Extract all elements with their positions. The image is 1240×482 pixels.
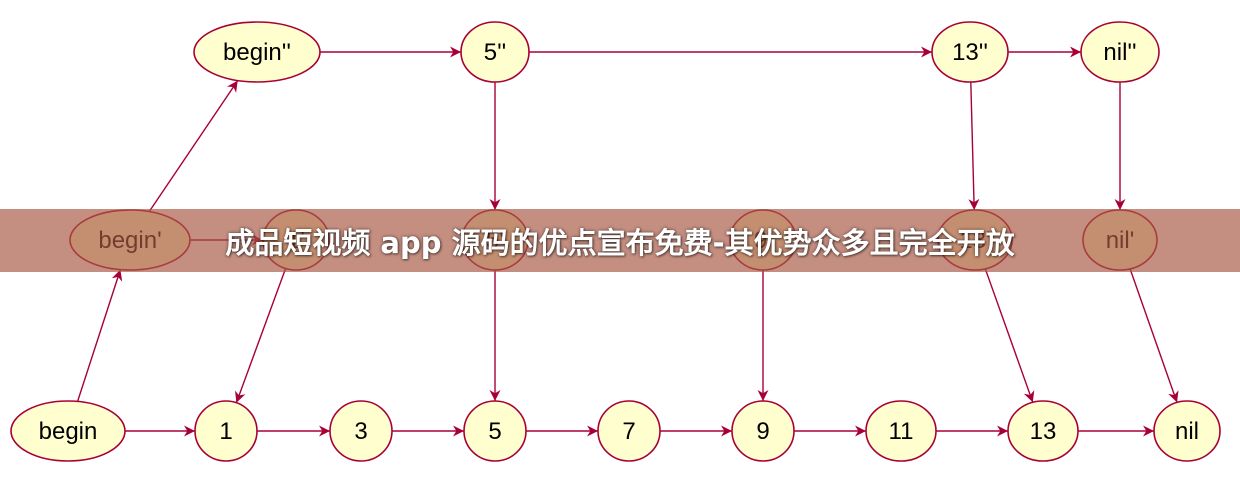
- node-nil2: nil'': [1080, 21, 1160, 83]
- node-n1: 1: [194, 400, 258, 462]
- edge-n1_1-to-n1: [235, 268, 287, 403]
- banner-text: 成品短视频 app 源码的优点宣布免费-其优势众多且完全开放: [225, 225, 1015, 260]
- node-n9: 9: [731, 400, 795, 462]
- node-label: nil'': [1103, 39, 1136, 66]
- node-label: 5: [488, 418, 501, 445]
- node-shape: [10, 400, 126, 462]
- node-label: 13: [1030, 418, 1057, 445]
- node-n5: 5: [463, 400, 527, 462]
- node-n13_2: 13'': [931, 21, 1009, 83]
- node-shape: [731, 400, 795, 462]
- node-shape: [1007, 400, 1079, 462]
- node-shape: [1153, 400, 1221, 462]
- node-label: 13'': [952, 39, 988, 66]
- edge-n13_1-to-n13: [984, 268, 1035, 403]
- node-shape: [193, 21, 321, 83]
- node-label: begin'': [223, 39, 291, 66]
- edge-begin-to-begin1: [76, 269, 123, 402]
- node-label: 1: [219, 418, 232, 445]
- node-n13: 13: [1007, 400, 1079, 462]
- node-shape: [1080, 21, 1160, 83]
- node-label: 3: [354, 418, 367, 445]
- node-label: 11: [889, 418, 914, 445]
- node-n7: 7: [597, 400, 661, 462]
- node-shape: [329, 400, 393, 462]
- node-begin: begin: [10, 400, 126, 462]
- node-shape: [865, 400, 937, 462]
- node-nil: nil: [1153, 400, 1221, 462]
- node-label: nil: [1175, 418, 1199, 445]
- node-n5_2: 5'': [460, 21, 530, 83]
- node-label: 9: [756, 418, 769, 445]
- node-shape: [194, 400, 258, 462]
- edges: [76, 46, 1179, 437]
- node-shape: [931, 21, 1009, 83]
- node-begin2: begin'': [193, 21, 321, 83]
- node-label: 5'': [484, 39, 507, 66]
- node-label: begin: [39, 418, 98, 445]
- edge-begin1-to-begin2: [148, 80, 239, 212]
- node-shape: [463, 400, 527, 462]
- edge-nil1-to-nil: [1129, 268, 1179, 403]
- node-label: 7: [622, 418, 635, 445]
- node-shape: [460, 21, 530, 83]
- node-shape: [597, 400, 661, 462]
- node-n3: 3: [329, 400, 393, 462]
- overlay-banner: 成品短视频 app 源码的优点宣布免费-其优势众多且完全开放: [0, 209, 1240, 272]
- edge-n13_2-to-n13_1: [968, 81, 980, 211]
- node-n11: 11: [865, 400, 937, 462]
